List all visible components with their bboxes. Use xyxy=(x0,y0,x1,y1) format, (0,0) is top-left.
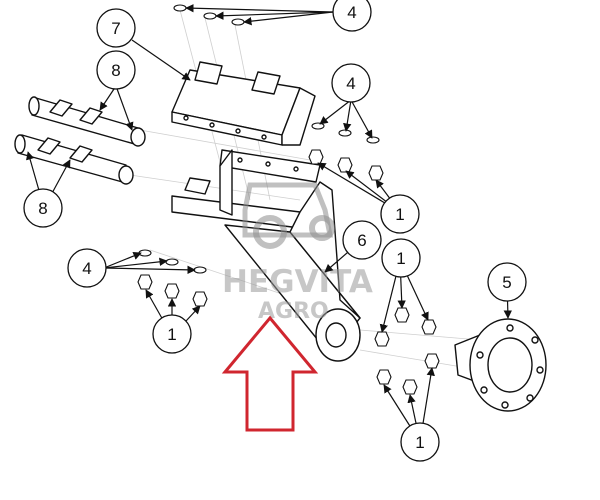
svg-text:5: 5 xyxy=(502,273,511,292)
callout-4-right: 4 xyxy=(331,63,371,103)
watermark: HEGVITA AGRO xyxy=(222,182,373,324)
svg-text:4: 4 xyxy=(346,74,355,93)
watermark-line1: HEGVITA xyxy=(222,264,373,300)
callout-1-left: 1 xyxy=(152,314,192,354)
callout-5: 5 xyxy=(487,262,527,302)
callout-1-bottom: 1 xyxy=(400,422,440,462)
lower-arm-bracket xyxy=(171,149,361,362)
fasteners xyxy=(137,4,440,395)
pin-lower xyxy=(14,134,134,185)
callout-4-top: 4 xyxy=(332,0,372,32)
svg-text:1: 1 xyxy=(396,249,405,268)
callout-1-center-right: 1 xyxy=(381,238,421,278)
callout-6: 6 xyxy=(342,220,382,260)
svg-text:7: 7 xyxy=(111,19,120,38)
svg-text:4: 4 xyxy=(82,259,91,278)
svg-text:4: 4 xyxy=(347,3,356,22)
svg-text:6: 6 xyxy=(357,231,366,250)
svg-text:8: 8 xyxy=(111,61,120,80)
svg-text:8: 8 xyxy=(38,199,47,218)
svg-text:1: 1 xyxy=(395,205,404,224)
svg-text:1: 1 xyxy=(415,433,424,452)
callout-4-left: 4 xyxy=(67,248,107,288)
upper-hinge-bracket xyxy=(171,61,316,146)
hub-flange xyxy=(454,318,547,412)
red-arrow-indicator xyxy=(221,315,319,432)
callout-8-lower: 8 xyxy=(23,188,63,228)
pin-upper xyxy=(28,96,146,147)
callout-8-upper: 8 xyxy=(96,50,136,90)
svg-text:1: 1 xyxy=(167,325,176,344)
callout-1-right-upper: 1 xyxy=(380,194,420,234)
callout-7: 7 xyxy=(96,8,136,48)
